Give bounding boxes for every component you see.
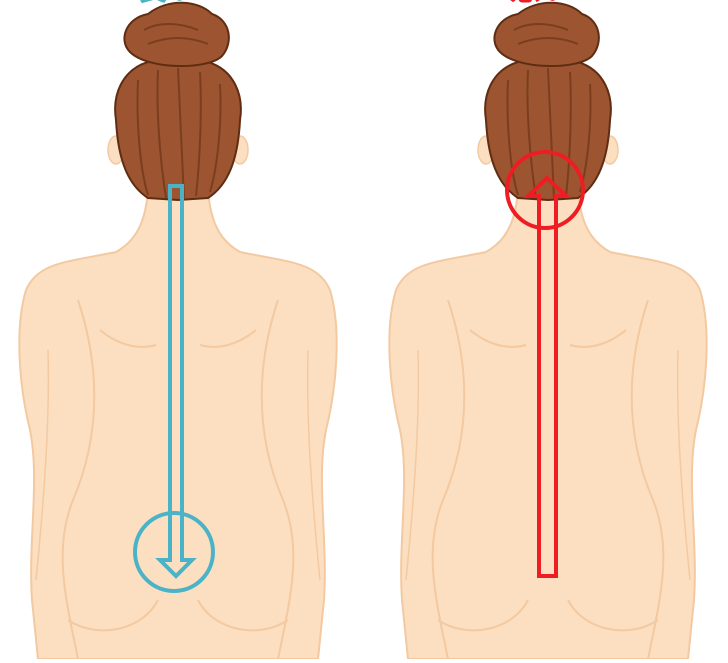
bad-label: 悪い (510, 0, 574, 6)
good-label: 良い (137, 0, 201, 6)
right-figure (389, 3, 706, 659)
left-figure (19, 3, 336, 659)
